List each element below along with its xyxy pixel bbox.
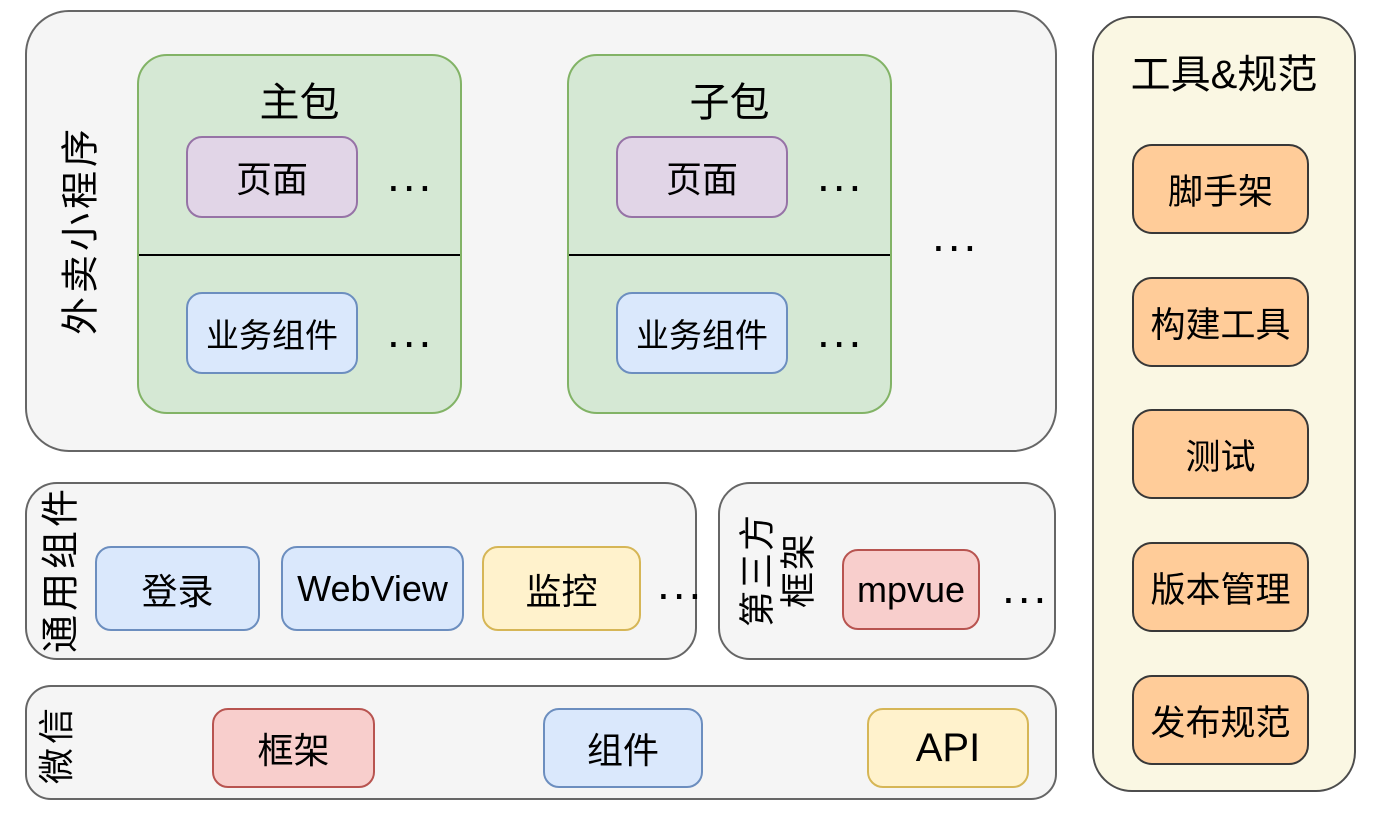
page-label: 页面 bbox=[665, 159, 738, 200]
tools-panel: 工具&规范 脚手架 构建工具 测试 版本管理 发布规范 bbox=[1092, 16, 1356, 792]
login-label: 登录 bbox=[141, 570, 214, 612]
page-ellipsis: ... bbox=[387, 149, 435, 201]
main-package-page-box: 页面 bbox=[186, 136, 358, 218]
business-component-label: 业务组件 bbox=[636, 317, 768, 354]
version-management-label: 版本管理 bbox=[1150, 570, 1291, 610]
main-package-component-box: 业务组件 bbox=[186, 292, 358, 374]
monitoring-box: 监控 bbox=[482, 546, 641, 631]
framework-label: 框架 bbox=[257, 730, 330, 771]
sub-package-title: 子包 bbox=[689, 81, 770, 125]
miniapp-panel: 外卖小程序 主包 页面 ... 业务组件 ... 子包 页面 ... 业务组件 … bbox=[25, 10, 1057, 452]
mpvue-box: mpvue bbox=[842, 549, 980, 630]
scaffold-box: 脚手架 bbox=[1132, 144, 1309, 234]
build-tools-label: 构建工具 bbox=[1150, 305, 1291, 345]
component-label: 组件 bbox=[586, 730, 659, 771]
package-divider bbox=[139, 254, 460, 256]
more-frameworks-ellipsis: ... bbox=[1002, 561, 1050, 613]
page-label: 页面 bbox=[235, 159, 308, 200]
scaffold-label: 脚手架 bbox=[1167, 172, 1273, 212]
business-component-label: 业务组件 bbox=[206, 317, 338, 354]
third-party-framework-panel: 第三方 框架 mpvue ... bbox=[718, 482, 1056, 660]
build-tools-box: 构建工具 bbox=[1132, 277, 1309, 367]
api-box: API bbox=[867, 708, 1029, 788]
third-party-label-line1: 第三方 bbox=[736, 512, 778, 628]
testing-box: 测试 bbox=[1132, 409, 1309, 499]
release-spec-box: 发布规范 bbox=[1132, 675, 1309, 765]
component-ellipsis: ... bbox=[817, 305, 865, 357]
login-box: 登录 bbox=[95, 546, 260, 631]
monitoring-label: 监控 bbox=[525, 570, 598, 612]
sub-package-page-box: 页面 bbox=[616, 136, 788, 218]
release-spec-label: 发布规范 bbox=[1150, 703, 1291, 743]
common-components-label: 通用组件 bbox=[40, 484, 83, 654]
component-box: 组件 bbox=[543, 708, 703, 788]
testing-label: 测试 bbox=[1185, 437, 1256, 477]
more-common-components-ellipsis: ... bbox=[657, 557, 705, 609]
common-components-panel: 通用组件 登录 WebView 监控 ... bbox=[25, 482, 701, 660]
sub-package-component-box: 业务组件 bbox=[616, 292, 788, 374]
main-package-title: 主包 bbox=[259, 81, 340, 125]
wechat-panel: 微信 框架 组件 API bbox=[25, 685, 1057, 800]
wechat-label: 微信 bbox=[36, 703, 77, 785]
api-label: API bbox=[915, 725, 981, 770]
webview-box: WebView bbox=[281, 546, 464, 631]
sub-package-box: 子包 页面 ... 业务组件 ... bbox=[567, 54, 892, 414]
page-ellipsis: ... bbox=[817, 149, 865, 201]
main-package-box: 主包 页面 ... 业务组件 ... bbox=[137, 54, 462, 414]
framework-box: 框架 bbox=[212, 708, 375, 788]
miniapp-panel-label: 外卖小程序 bbox=[60, 124, 103, 336]
version-management-box: 版本管理 bbox=[1132, 542, 1309, 632]
more-packages-ellipsis: ... bbox=[932, 209, 980, 261]
third-party-label-line2: 框架 bbox=[778, 531, 819, 609]
component-ellipsis: ... bbox=[387, 305, 435, 357]
package-divider bbox=[569, 254, 890, 256]
third-party-framework-label: 第三方 框架 bbox=[737, 513, 820, 627]
webview-label: WebView bbox=[297, 567, 448, 609]
mpvue-label: mpvue bbox=[856, 568, 966, 610]
tools-panel-title: 工具&规范 bbox=[1130, 53, 1318, 97]
